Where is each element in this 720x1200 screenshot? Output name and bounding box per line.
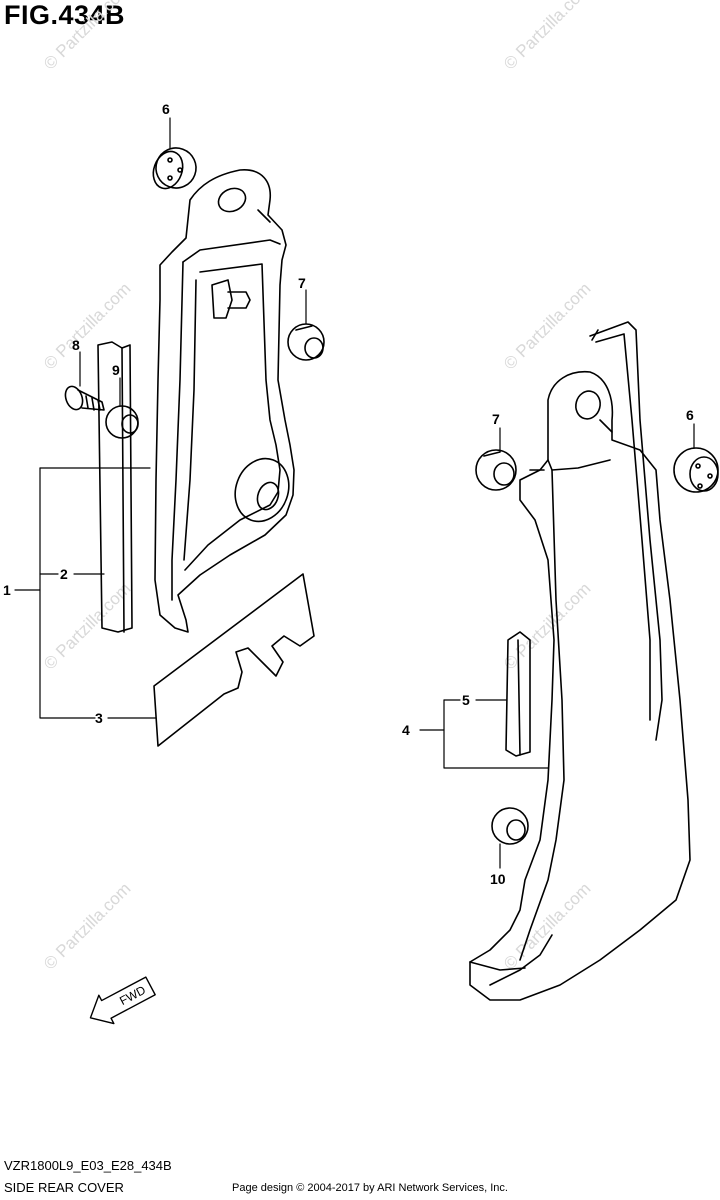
callout-6-left: 6 [162, 101, 170, 117]
callout-6-right: 6 [686, 407, 694, 423]
callout-8: 8 [72, 337, 80, 353]
spacer-strip-right [505, 631, 531, 757]
callout-5: 5 [462, 692, 470, 708]
sticker [153, 573, 315, 747]
fwd-arrow-icon [89, 976, 156, 1025]
collar-9 [105, 405, 139, 439]
cushion-6-right [673, 447, 719, 493]
left-bracket [154, 169, 295, 633]
right-side-cover [469, 321, 691, 1001]
grommet-7-right [475, 449, 517, 491]
grommet-7-left [287, 323, 325, 361]
callout-7-left: 7 [298, 275, 306, 291]
model-code: VZR1800L9_E03_E28_434B [4, 1158, 172, 1173]
spacer-strip-left [97, 341, 133, 633]
callout-10: 10 [490, 871, 506, 887]
section-name: SIDE REAR COVER [4, 1180, 124, 1195]
cushion-6-left [152, 147, 197, 190]
callout-3: 3 [95, 710, 103, 726]
callout-4: 4 [402, 722, 410, 738]
bolt-8 [64, 385, 105, 411]
callout-1: 1 [3, 582, 11, 598]
figure-title: FIG.434B [4, 0, 126, 30]
callout-2: 2 [60, 566, 68, 582]
callout-9: 9 [112, 362, 120, 378]
collar-10 [491, 807, 529, 845]
callout-7-right: 7 [492, 411, 500, 427]
credit-text: Page design © 2004-2017 by ARI Network S… [232, 1182, 508, 1194]
leader-lines [14, 117, 695, 869]
fwd-label: FWD [117, 983, 148, 1008]
